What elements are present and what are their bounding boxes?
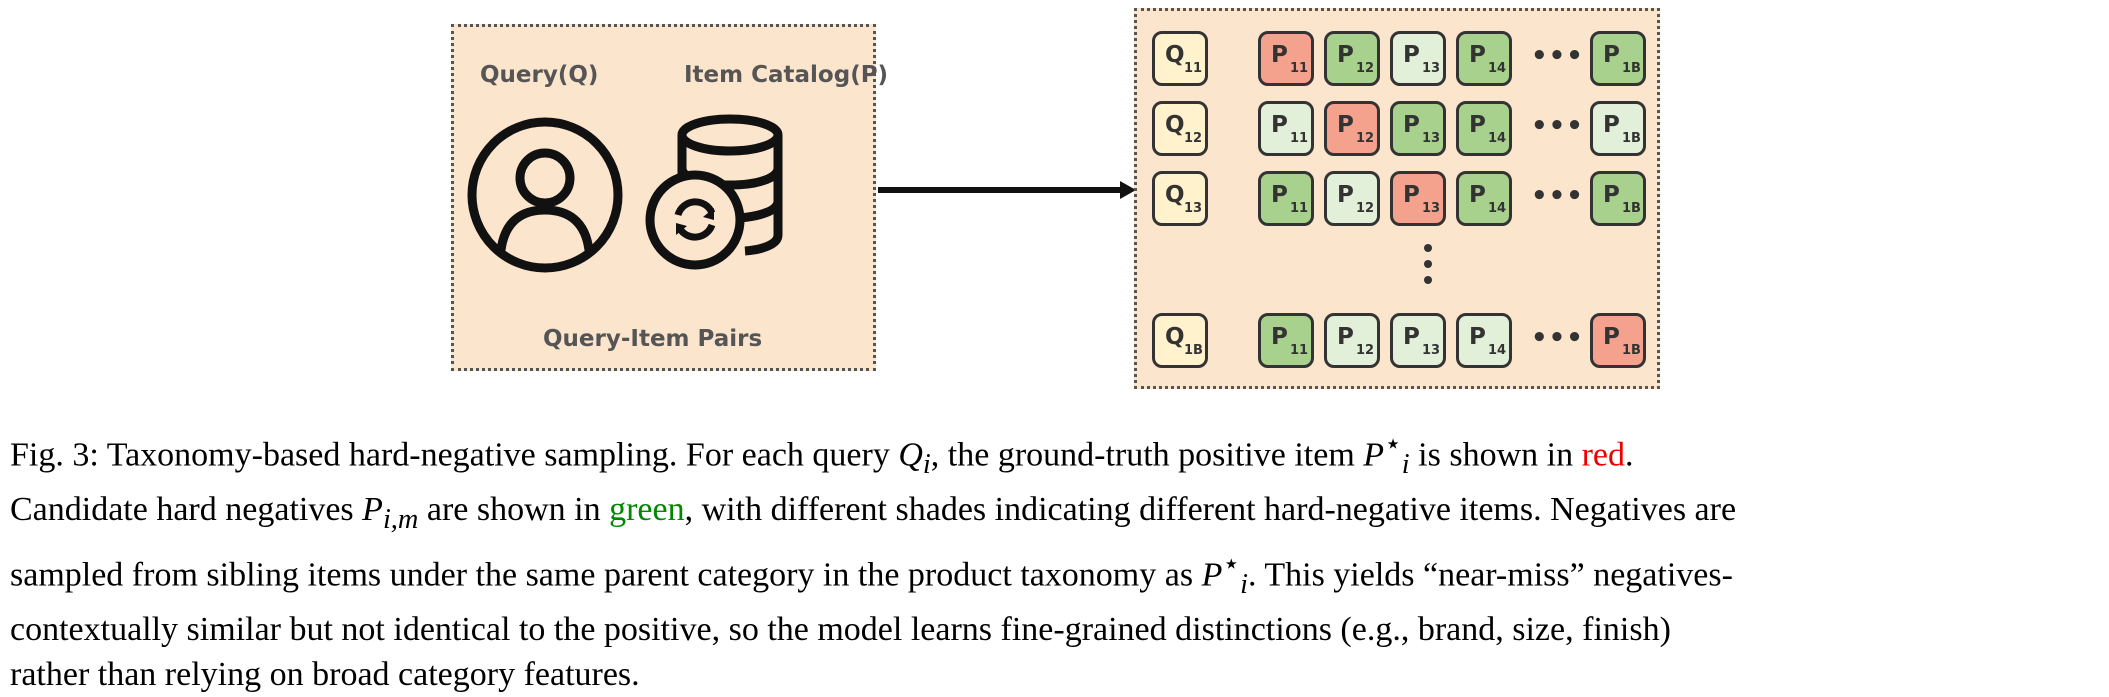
- query-item-pairs-label: Query-Item Pairs: [543, 326, 763, 352]
- row-ellipsis: •••: [1531, 181, 1584, 211]
- caption-line-1: Fig. 3: Taxonomy-based hard-negative sam…: [10, 429, 1634, 481]
- caption-line-5: rather than relying on broad category fe…: [10, 656, 640, 694]
- caption-line-3: sampled from sibling items under the sam…: [10, 548, 1733, 601]
- item-catalog-label: Item Catalog(P): [684, 62, 889, 88]
- arrow-right-icon: [878, 181, 1136, 199]
- figure-caption: Fig. 3: Taxonomy-based hard-negative sam…: [10, 422, 2100, 697]
- user-circle-icon: [467, 117, 623, 273]
- database-sync-icon: [645, 114, 783, 270]
- vertical-ellipsis-icon: [1424, 244, 1432, 284]
- row-ellipsis: •••: [1531, 111, 1584, 141]
- row-ellipsis: •••: [1531, 323, 1584, 353]
- caption-line-2: Candidate hard negatives Pi,m are shown …: [10, 491, 1737, 535]
- row-ellipsis: •••: [1531, 41, 1584, 71]
- query-label: Query(Q): [480, 62, 599, 88]
- caption-line-4: contextually similar but not identical t…: [10, 611, 1671, 649]
